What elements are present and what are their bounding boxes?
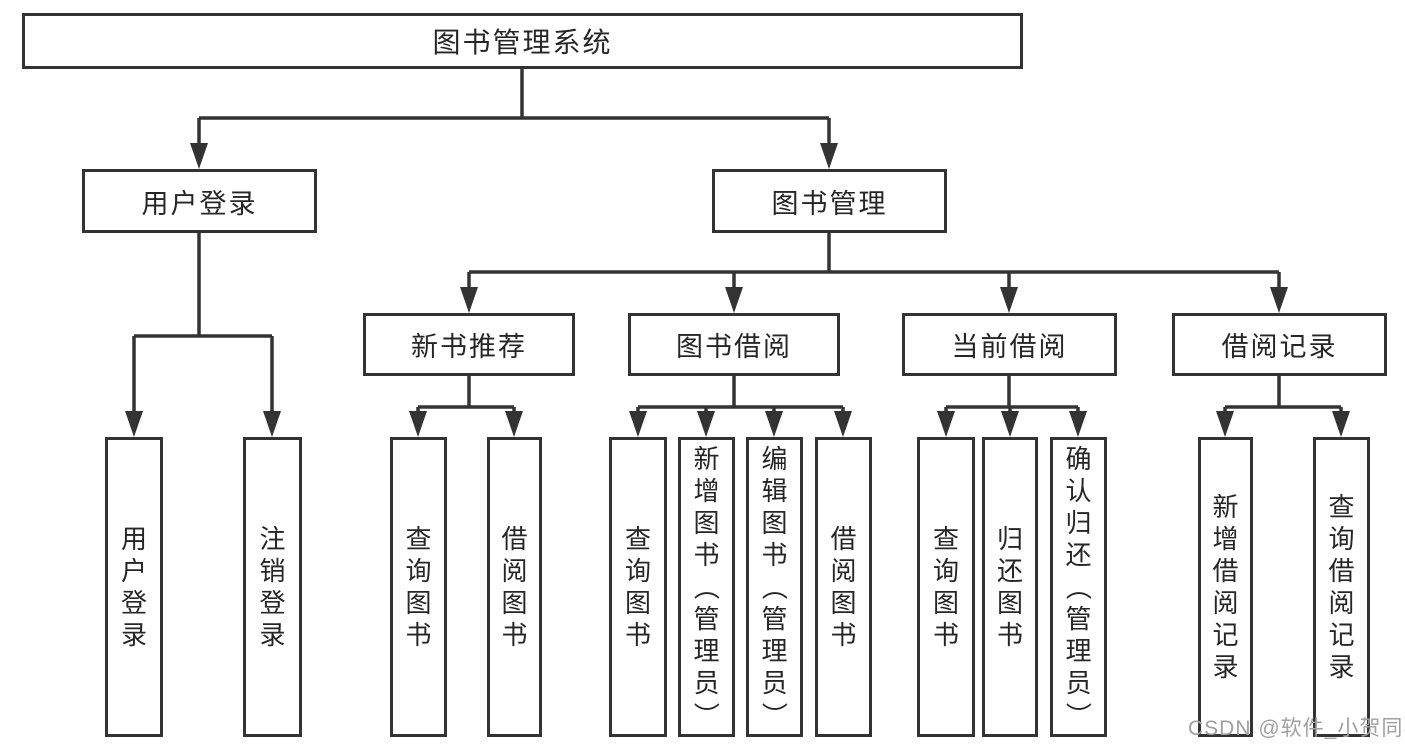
leaf-recommend-borrow-books: 借阅图书: [487, 437, 542, 737]
node-new-book-recommend: 新书推荐: [363, 313, 575, 376]
leaf-borrow-books: 借阅图书: [815, 437, 872, 737]
node-book-borrowing: 图书借阅: [628, 313, 840, 376]
leaf-edit-books-admin: 编辑图书（管理员）: [746, 437, 803, 737]
leaf-return-books: 归还图书: [982, 437, 1038, 737]
node-borrowing-records: 借阅记录: [1172, 313, 1387, 376]
arrowheads: [125, 143, 1350, 437]
leaf-recommend-query-books: 查询图书: [390, 437, 447, 737]
node-library-system: 图书管理系统: [22, 13, 1023, 69]
node-user-login: 用户登录: [82, 169, 317, 233]
leaf-current-query-books: 查询图书: [917, 437, 975, 737]
leaf-add-books-admin: 新增图书（管理员）: [678, 437, 735, 737]
leaf-user-login: 用户登录: [105, 437, 163, 737]
leaf-confirm-return-admin: 确认归还（管理员）: [1050, 437, 1107, 737]
leaf-logout: 注销登录: [243, 437, 302, 737]
node-current-borrowing: 当前借阅: [902, 313, 1117, 376]
leaf-borrow-query-books: 查询图书: [609, 437, 667, 737]
node-book-management: 图书管理: [712, 169, 947, 233]
leaf-add-borrow-record: 新增借阅记录: [1198, 437, 1253, 737]
leaf-query-borrow-record: 查询借阅记录: [1313, 437, 1370, 737]
csdn-watermark: CSDN @软件_小贺同学: [1188, 717, 1405, 740]
